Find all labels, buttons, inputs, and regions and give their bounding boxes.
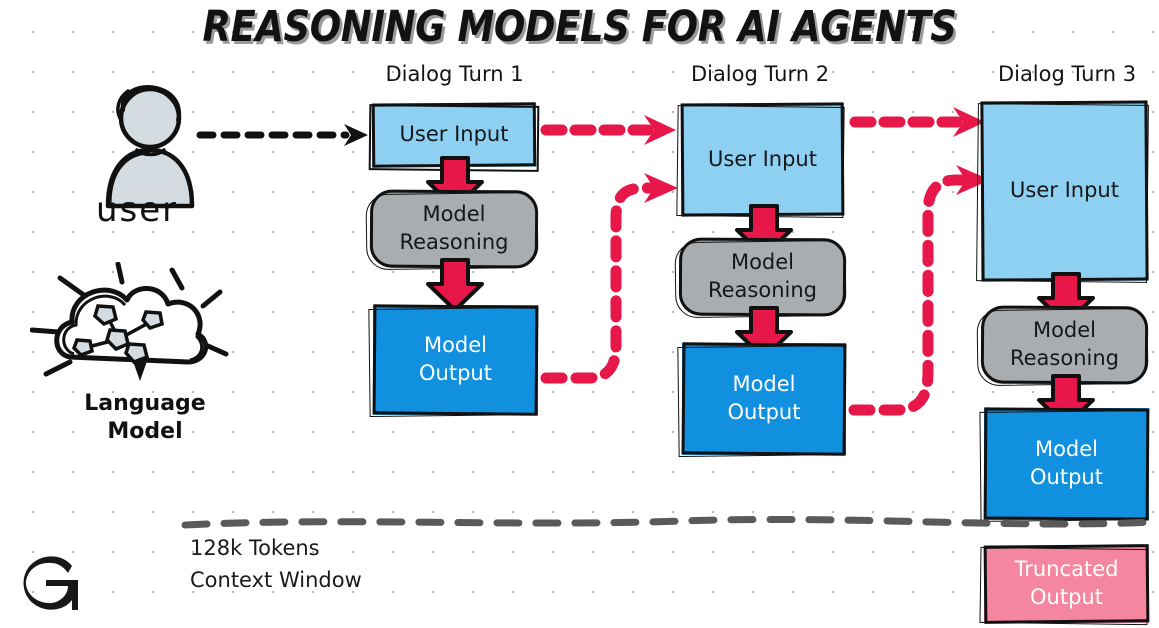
block-model-reasoning-turn1[interactable]: Model Reasoning <box>365 189 539 271</box>
block-model-output-turn1[interactable]: Model Output <box>368 304 539 418</box>
block-user-input-turn2[interactable]: User Input <box>676 102 845 219</box>
turn-header-1: Dialog Turn 1 <box>385 62 524 86</box>
block-frame <box>372 304 539 416</box>
page-title: REASONING MODELS FOR AI AGENTS <box>202 2 957 52</box>
context-window-cut-line <box>181 505 1158 535</box>
context-window-note: 128k Tokens Context Window <box>190 533 362 596</box>
block-fill <box>373 305 538 415</box>
block-user-input-turn3[interactable]: User Input <box>976 100 1149 283</box>
turn-header-3: Dialog Turn 3 <box>997 62 1137 86</box>
brand-logo-g[interactable] <box>12 548 90 618</box>
block-model-output-turn3[interactable]: Model Output <box>979 407 1150 522</box>
block-frame <box>983 407 1150 521</box>
block-frame <box>680 102 845 217</box>
block-fill <box>984 408 1149 520</box>
block-fill <box>682 343 846 455</box>
block-fill <box>981 101 1148 281</box>
language-model-label: Language Model <box>40 390 250 445</box>
user-avatar-icon <box>90 80 210 210</box>
block-frame <box>681 342 847 456</box>
block-model-reasoning-turn3[interactable]: Model Reasoning <box>976 305 1149 387</box>
arrow-reasoning-to-output-turn1 <box>424 258 486 314</box>
connector-user-to-turn1 <box>196 120 378 150</box>
connector-output1-to-input2 <box>540 140 688 390</box>
user-label: user <box>96 190 179 230</box>
block-frame <box>369 189 539 269</box>
block-fill <box>370 190 538 268</box>
block-fill <box>679 238 846 316</box>
neural-cloud-icon <box>29 261 265 397</box>
connector-output2-to-input3 <box>848 132 998 422</box>
block-model-output-turn2[interactable]: Model Output <box>677 342 847 458</box>
block-frame <box>980 100 1149 282</box>
block-fill <box>681 103 844 216</box>
block-frame <box>983 544 1150 624</box>
block-frame <box>980 305 1149 385</box>
context-window-line1: 128k Tokens <box>190 536 320 560</box>
block-fill <box>981 306 1148 384</box>
connector-input2-to-input3 <box>849 104 993 140</box>
block-frame <box>678 237 847 317</box>
turn-header-2: Dialog Turn 2 <box>690 62 830 86</box>
context-window-line2: Context Window <box>190 567 362 592</box>
language-model-label-line2: Model <box>107 418 183 444</box>
language-model-label-line1: Language <box>84 391 206 416</box>
block-fill <box>984 545 1149 623</box>
block-truncated-output-turn3[interactable]: Truncated Output <box>979 544 1150 626</box>
connector-input1-to-input2 <box>540 112 684 148</box>
block-model-reasoning-turn2[interactable]: Model Reasoning <box>674 237 847 319</box>
